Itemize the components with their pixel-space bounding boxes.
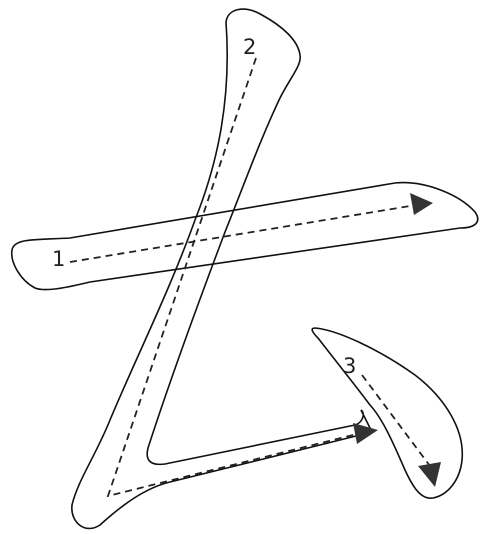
stroke-2-outline	[72, 9, 372, 528]
stroke-1-outline	[12, 183, 478, 290]
stroke-3-outline	[312, 328, 462, 498]
stroke-2-number: 2	[243, 35, 256, 59]
stroke-3-arrowhead	[418, 462, 441, 487]
stroke-3-number: 3	[343, 354, 356, 378]
stroke-1-arrowhead	[410, 193, 433, 215]
stroke-3-guide	[362, 375, 430, 466]
stroke-2-guide	[108, 58, 357, 496]
stroke-1-guide	[70, 206, 410, 262]
stroke-1-number: 1	[52, 247, 65, 271]
stroke-2-arrowhead	[353, 423, 378, 444]
